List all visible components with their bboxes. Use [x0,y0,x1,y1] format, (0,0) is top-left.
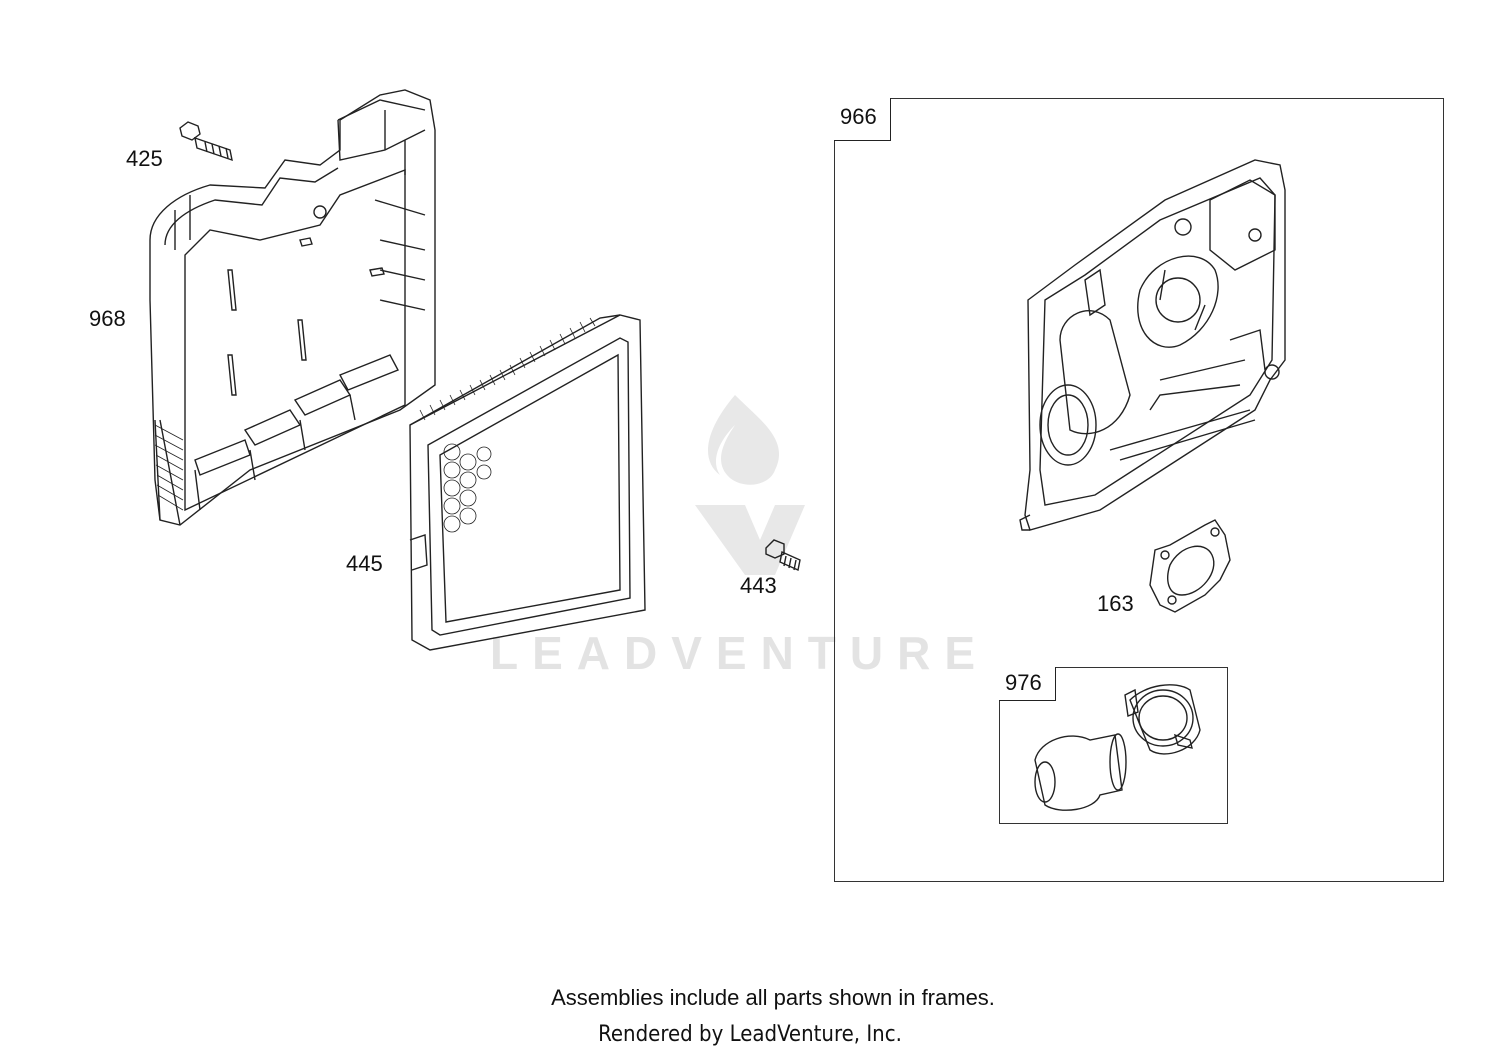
part-label-443[interactable]: 443 [740,573,777,598]
gasket-163-icon [1149,519,1231,613]
frame-label-976: 976 [999,667,1056,701]
assemblies-note: Assemblies include all parts shown in fr… [551,985,995,1010]
screw-443-icon [765,539,801,571]
air-cleaner-body-966-icon [1019,159,1286,531]
air-filter-445-icon [409,314,646,651]
frame-label-966: 966 [834,98,891,141]
air-cleaner-base-968-icon [149,89,436,526]
frame-976 [999,667,1228,824]
part-label-968[interactable]: 968 [89,306,126,331]
watermark-logo-icon [695,395,805,575]
pre-cleaner-976-icon [1034,684,1201,811]
frame-966 [834,98,1444,882]
rendered-by-credit: Rendered by LeadVenture, Inc. [598,1022,902,1047]
part-label-163[interactable]: 163 [1097,591,1134,616]
bolt-425-icon [179,121,233,162]
part-label-445[interactable]: 445 [346,551,383,576]
part-label-425[interactable]: 425 [126,146,163,171]
watermark-text: LEADVENTURE [490,627,990,679]
